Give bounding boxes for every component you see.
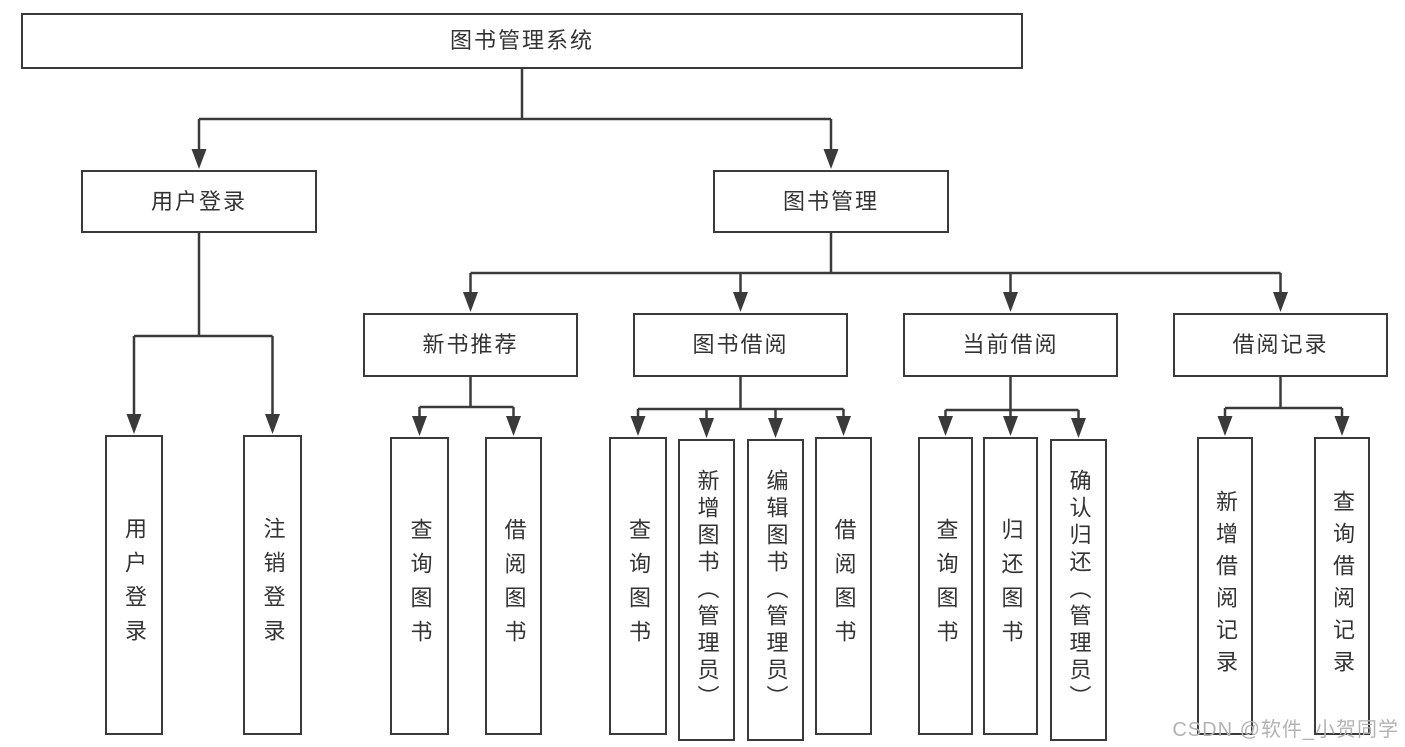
node-label: 图书管理系统 <box>449 28 594 53</box>
node-leaf-nb-borrow: 借阅图书 <box>485 437 542 735</box>
node-label: 用户登录 <box>122 517 147 653</box>
node-label: 图书管理 <box>782 188 879 214</box>
node-root: 图书管理系统 <box>21 13 1023 69</box>
csdn-watermark: CSDN @软件_小贺同学 <box>1172 719 1399 741</box>
node-leaf-user-login: 用户登录 <box>105 435 163 735</box>
node-leaf-logout: 注销登录 <box>243 435 302 735</box>
node-label: 图书借阅 <box>692 332 789 357</box>
node-leaf-bb-query: 查询图书 <box>609 437 667 735</box>
node-label: 查询图书 <box>626 518 651 654</box>
arrowhead-icon <box>1071 418 1086 438</box>
node-leaf-cb-query: 查询图书 <box>918 437 973 735</box>
node-label: 借阅图书 <box>501 518 527 654</box>
node-leaf-cb-return: 归还图书 <box>983 437 1038 735</box>
node-leaf-bb-edit: 编辑图书（管理员） <box>747 439 804 741</box>
node-leaf-br-add: 新增借阅记录 <box>1197 437 1253 735</box>
arrowhead-icon <box>1334 416 1350 436</box>
node-label: 用户登录 <box>150 188 247 214</box>
node-label: 查询图书 <box>933 518 959 654</box>
node-label: 新增借阅记录 <box>1213 490 1238 682</box>
arrowhead-icon <box>506 416 521 436</box>
arrowhead-icon <box>823 149 839 169</box>
node-user-login: 用户登录 <box>81 170 317 233</box>
arrowhead-icon <box>1273 292 1288 312</box>
node-label: 借阅图书 <box>831 518 857 654</box>
arrowhead-icon <box>191 149 207 169</box>
arrowhead-icon <box>836 416 851 436</box>
arrowhead-icon <box>938 416 953 436</box>
arrowhead-icon <box>1003 416 1018 436</box>
node-label: 确认归还（管理员） <box>1066 468 1092 712</box>
node-leaf-nb-query: 查询图书 <box>390 437 449 735</box>
node-borrow-records: 借阅记录 <box>1173 313 1388 377</box>
node-leaf-bb-borrow: 借阅图书 <box>815 437 872 735</box>
node-book-borrow: 图书借阅 <box>633 313 848 377</box>
node-label: 查询图书 <box>407 518 433 654</box>
arrowhead-icon <box>733 292 748 312</box>
arrowhead-icon <box>768 418 783 438</box>
arrowhead-icon <box>412 416 427 436</box>
arrowhead-icon <box>126 414 142 434</box>
node-current-borrow: 当前借阅 <box>903 313 1118 377</box>
node-leaf-cb-confirm: 确认归还（管理员） <box>1050 439 1107 741</box>
node-new-book-rec: 新书推荐 <box>363 313 578 377</box>
node-label: 新增图书（管理员） <box>694 468 720 712</box>
node-label: 当前借阅 <box>962 332 1059 357</box>
node-label: 借阅记录 <box>1232 332 1329 357</box>
node-label: 查询借阅记录 <box>1330 490 1355 682</box>
arrowhead-icon <box>1003 292 1018 312</box>
arrowhead-icon <box>630 416 646 436</box>
node-leaf-br-query: 查询借阅记录 <box>1314 437 1370 735</box>
node-label: 归还图书 <box>998 518 1024 654</box>
arrowhead-icon <box>1217 416 1233 436</box>
arrowhead-icon <box>463 292 478 312</box>
node-label: 新书推荐 <box>422 332 519 357</box>
arrowhead-icon <box>699 418 714 438</box>
node-book-mgmt: 图书管理 <box>713 170 949 233</box>
arrowhead-icon <box>265 414 280 434</box>
node-leaf-bb-add: 新增图书（管理员） <box>678 439 735 741</box>
node-label: 编辑图书（管理员） <box>763 468 789 712</box>
node-label: 注销登录 <box>260 517 286 653</box>
